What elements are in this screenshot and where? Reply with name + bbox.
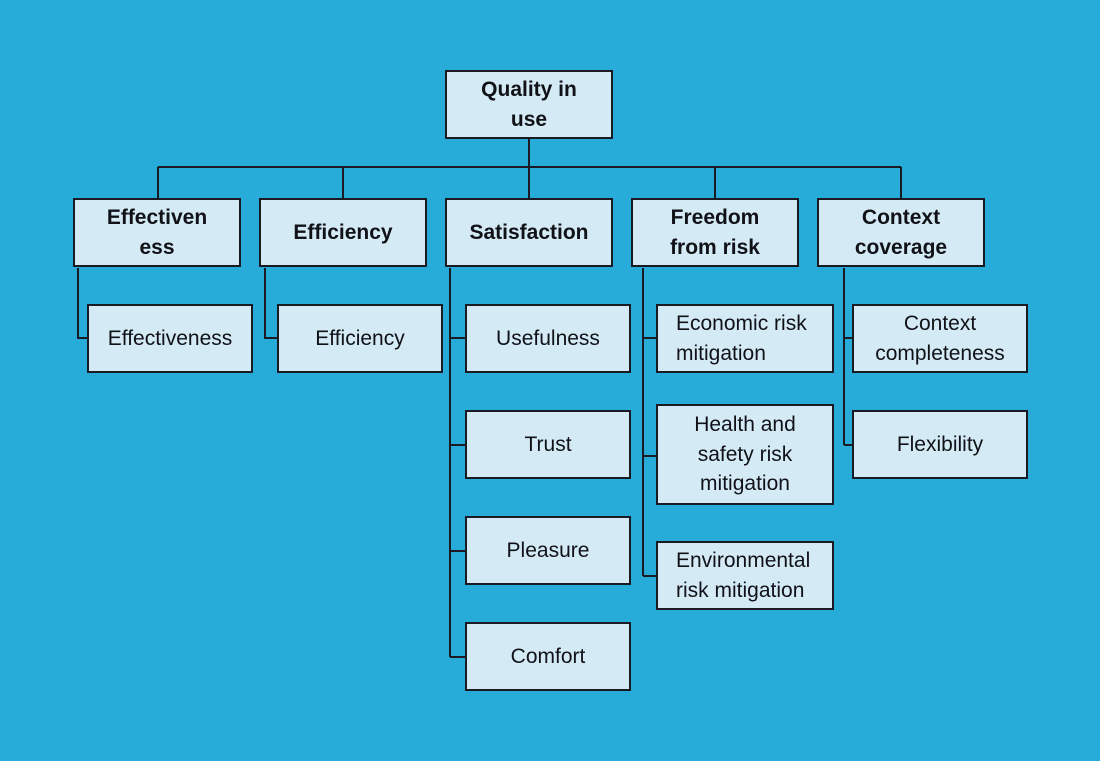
node-comfort[interactable]: Comfort bbox=[465, 622, 631, 691]
node-label: Efficiency bbox=[293, 220, 393, 244]
edge-effectiveness-trunk bbox=[76, 268, 87, 340]
node-health-and-safety-risk-mitigation[interactable]: Health and safety risk mitigation bbox=[656, 404, 834, 505]
node-effectiveness-leaf[interactable]: Effectiveness bbox=[87, 304, 253, 373]
node-usefulness[interactable]: Usefulness bbox=[465, 304, 631, 373]
node-label: Environmental risk mitigation bbox=[676, 548, 811, 602]
node-label: Efficiency bbox=[315, 326, 405, 350]
node-satisfaction[interactable]: Satisfaction bbox=[445, 198, 613, 267]
node-economic-risk-mitigation[interactable]: Economic risk mitigation bbox=[656, 304, 834, 373]
node-freedom-from-risk[interactable]: Freedom from risk bbox=[631, 198, 799, 267]
node-trust[interactable]: Trust bbox=[465, 410, 631, 479]
node-label: Context completeness bbox=[875, 311, 1005, 365]
node-environmental-risk-mitigation[interactable]: Environmental risk mitigation bbox=[656, 541, 834, 610]
node-pleasure[interactable]: Pleasure bbox=[465, 516, 631, 585]
node-context-coverage[interactable]: Context coverage bbox=[817, 198, 985, 267]
node-label: Effectiven ess bbox=[106, 205, 208, 259]
node-label: Effectiveness bbox=[107, 326, 233, 350]
node-label: Satisfaction bbox=[469, 220, 589, 244]
node-label: Context coverage bbox=[854, 205, 948, 259]
node-efficiency-leaf[interactable]: Efficiency bbox=[277, 304, 443, 373]
node-label: Health and safety risk mitigation bbox=[694, 412, 796, 496]
node-label: Quality in use bbox=[481, 77, 577, 131]
node-label: Economic risk mitigation bbox=[676, 311, 807, 365]
node-label: Trust bbox=[524, 432, 572, 456]
edge-efficiency-trunk bbox=[263, 268, 277, 340]
node-flexibility[interactable]: Flexibility bbox=[852, 410, 1028, 479]
node-label: Flexibility bbox=[896, 432, 984, 456]
node-label: Usefulness bbox=[496, 326, 600, 350]
node-label: Pleasure bbox=[506, 538, 590, 562]
node-label: Comfort bbox=[510, 644, 586, 668]
node-efficiency[interactable]: Efficiency bbox=[259, 198, 427, 267]
node-quality-in-use[interactable]: Quality in use bbox=[445, 70, 613, 139]
node-label: Freedom from risk bbox=[670, 205, 760, 259]
node-effectiveness[interactable]: Effectiven ess bbox=[73, 198, 241, 267]
node-context-completeness[interactable]: Context completeness bbox=[852, 304, 1028, 373]
